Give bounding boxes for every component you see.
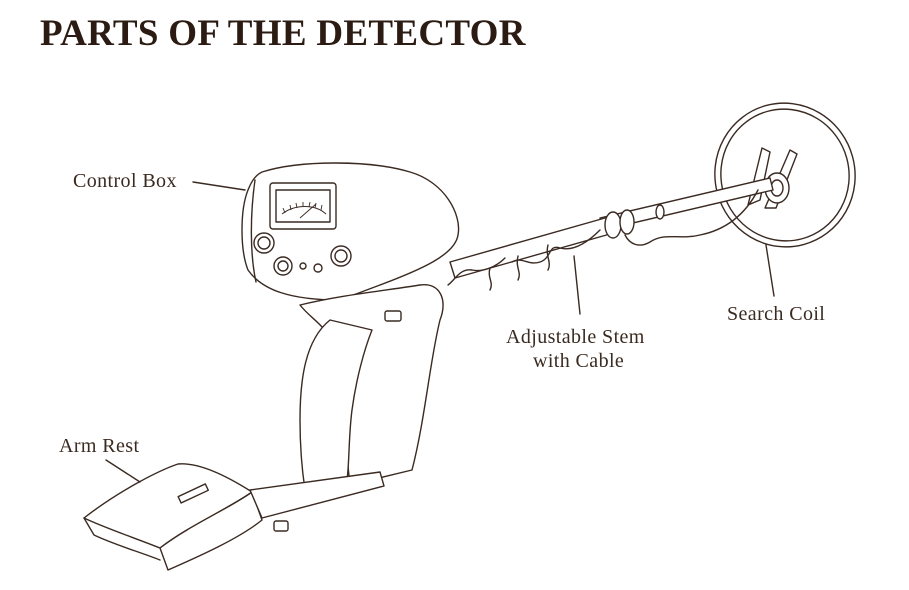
control-box	[241, 162, 460, 301]
leader-lines	[105, 181, 775, 483]
search-coil	[714, 102, 856, 248]
label-arm-rest: Arm Rest	[59, 435, 140, 457]
label-with-cable: with Cable	[533, 350, 625, 372]
label-control-box: Control Box	[73, 170, 177, 192]
label-search-coil: Search Coil	[727, 303, 826, 325]
adjustable-stem	[447, 177, 774, 291]
handle	[299, 284, 444, 493]
label-adjustable-stem: Adjustable Stem	[506, 326, 645, 348]
page-title: PARTS OF THE DETECTOR	[40, 13, 526, 54]
arm-rest	[83, 463, 385, 571]
